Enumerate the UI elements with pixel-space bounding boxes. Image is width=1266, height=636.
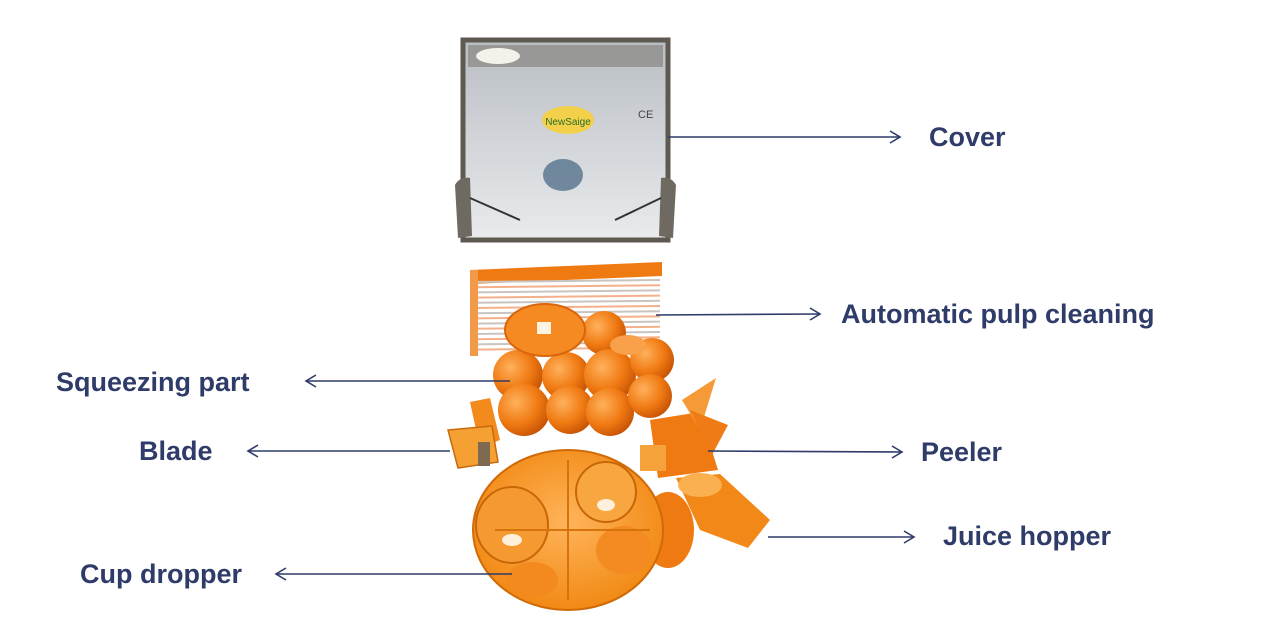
cover-apple-shape [543, 159, 583, 191]
label-squeezing-part: Squeezing part [56, 367, 250, 397]
arrow-squeeze [304, 374, 510, 388]
blade-edge [478, 442, 490, 466]
peeler-part [640, 378, 728, 478]
squeeze-cup-hole [537, 322, 551, 334]
arrow-hopper [768, 530, 916, 544]
peeler-mount [640, 445, 666, 471]
cover-right-strut [614, 197, 662, 221]
label-juice-hopper: Juice hopper [943, 521, 1112, 551]
arrow-pulp [655, 307, 822, 321]
label-automatic-pulp-cleaning: Automatic pulp cleaning [841, 299, 1155, 329]
peeler-fin [690, 410, 728, 455]
cup-holder [475, 486, 549, 564]
squeeze-ball [584, 349, 636, 401]
pulp-left-frame [470, 270, 478, 356]
cup-holder-hole [597, 499, 615, 511]
cup-dropper-part [472, 449, 664, 611]
cup-holder [596, 526, 652, 574]
squeeze-ball [628, 374, 672, 418]
cover-ce-mark: CE [638, 109, 653, 121]
squeeze-ball [546, 386, 594, 434]
cover-top-bar [468, 45, 663, 67]
cup-holder-hole [502, 534, 522, 546]
pulp-slat [473, 289, 661, 294]
hopper-opening [678, 473, 722, 497]
cup-holder [575, 461, 637, 523]
squeeze-ball [498, 384, 550, 436]
label-cup-dropper: Cup dropper [80, 559, 242, 589]
arrow-blade [246, 444, 450, 458]
cover-right-hinge [659, 177, 676, 238]
pulp-slat [473, 279, 661, 283]
squeeze-cup-top-small [610, 335, 646, 355]
label-peeler: Peeler [921, 437, 1003, 467]
squeeze-ball [586, 388, 634, 436]
cover-left-strut [469, 197, 521, 221]
arrow-peeler [707, 445, 904, 459]
cover-logo-sticker [542, 106, 594, 134]
blade-part [447, 398, 500, 469]
cover-left-hinge [455, 177, 472, 238]
pulp-slat [473, 299, 661, 304]
cover-frame [460, 37, 671, 243]
label-cover: Cover [929, 122, 1006, 152]
blade-body [447, 425, 499, 469]
cover-part: NewSaige CE [455, 37, 676, 243]
cover-brand-text: NewSaige [545, 117, 591, 128]
peeler-fin [682, 378, 716, 430]
pulp-slat [473, 284, 661, 289]
arrow-cup [274, 567, 512, 581]
pulp-slat [473, 294, 661, 299]
cover-handle [476, 48, 520, 64]
arrow-cover [668, 130, 902, 144]
pulp-slat [473, 305, 661, 309]
squeezing-part [493, 303, 674, 436]
cup-holder [506, 562, 558, 598]
pulp-top-bar [470, 262, 662, 284]
label-blade: Blade [139, 436, 213, 466]
